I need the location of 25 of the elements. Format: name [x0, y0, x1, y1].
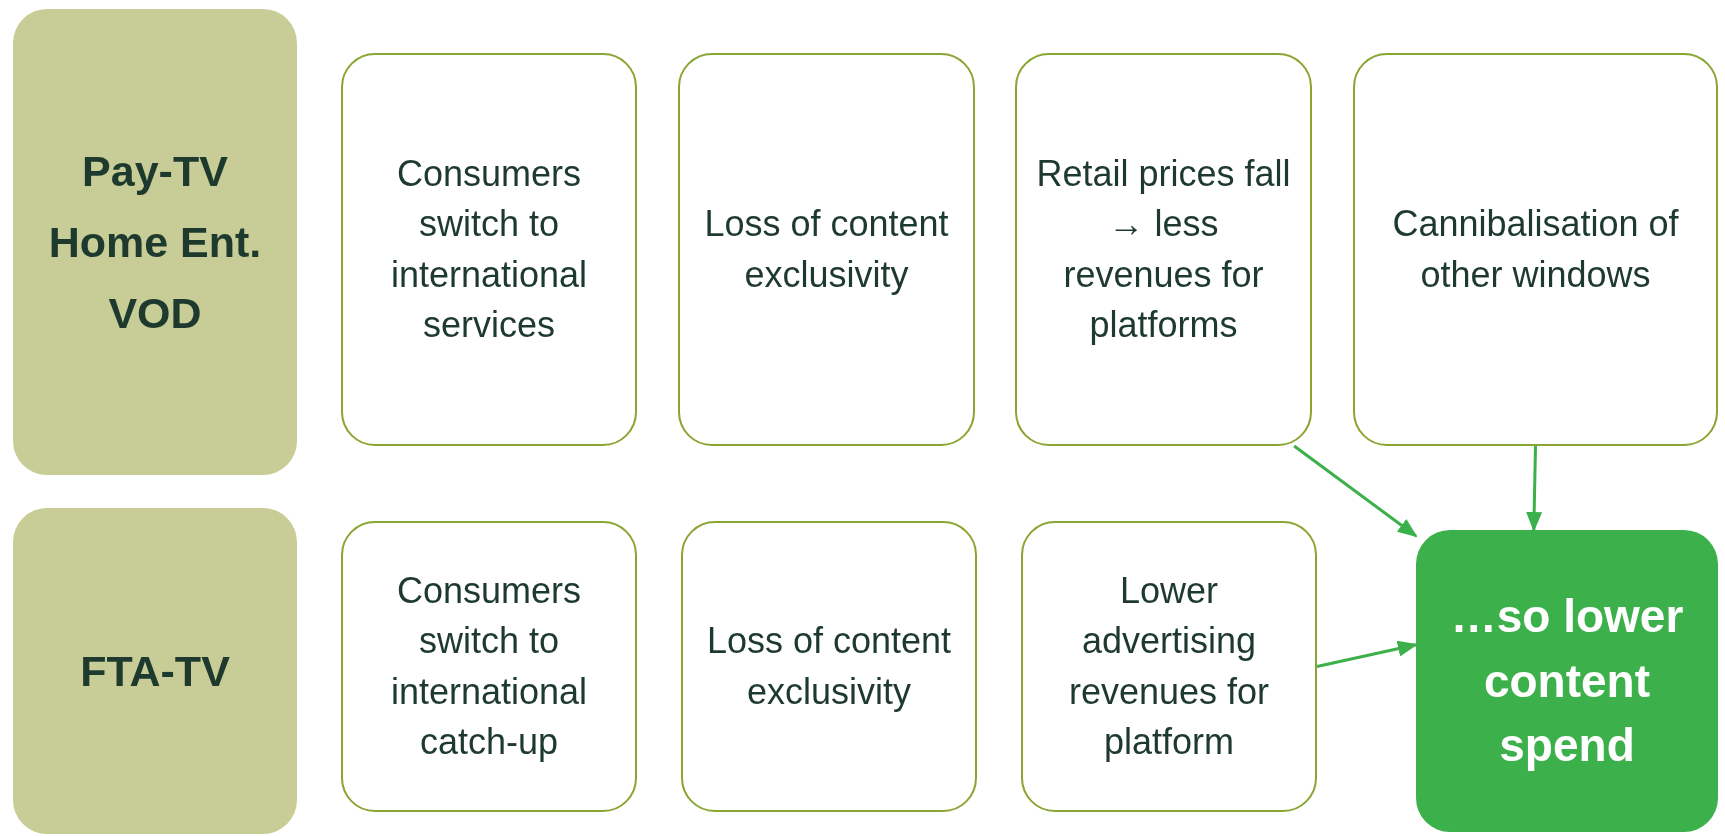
box-text: Home Ent.: [48, 217, 262, 267]
category-box: [13, 9, 297, 475]
cause-box: [341, 521, 637, 812]
arrow: [1316, 640, 1418, 668]
box-text: …so lower content spend: [1449, 589, 1685, 774]
cause-box: [1015, 53, 1312, 446]
cause-box: [1353, 53, 1718, 446]
box-text: Consumers switch to international catch-up: [389, 568, 589, 764]
cause-box: [681, 521, 977, 812]
box-text: Loss of content exclusivity: [703, 202, 950, 297]
box-text: FTA-TV: [80, 646, 230, 696]
cause-box: [1021, 521, 1317, 812]
box-text: VOD: [108, 288, 202, 338]
cause-box: [341, 53, 637, 446]
cause-box: [678, 53, 975, 446]
arrow: [1526, 445, 1543, 532]
box-text: Loss of content exclusivity: [705, 619, 953, 714]
box-text: Consumers switch to international services: [389, 151, 589, 347]
box-text: Retail prices fall → less revenues for platforms: [1035, 151, 1292, 347]
result-box: [1416, 530, 1718, 832]
box-text: Cannibalisation of other windows: [1391, 202, 1680, 297]
box-text: Lower advertising revenues for platform: [1067, 568, 1271, 764]
arrow: [1293, 444, 1418, 538]
box-text: Pay-TV: [82, 146, 228, 196]
category-box: [13, 508, 297, 834]
